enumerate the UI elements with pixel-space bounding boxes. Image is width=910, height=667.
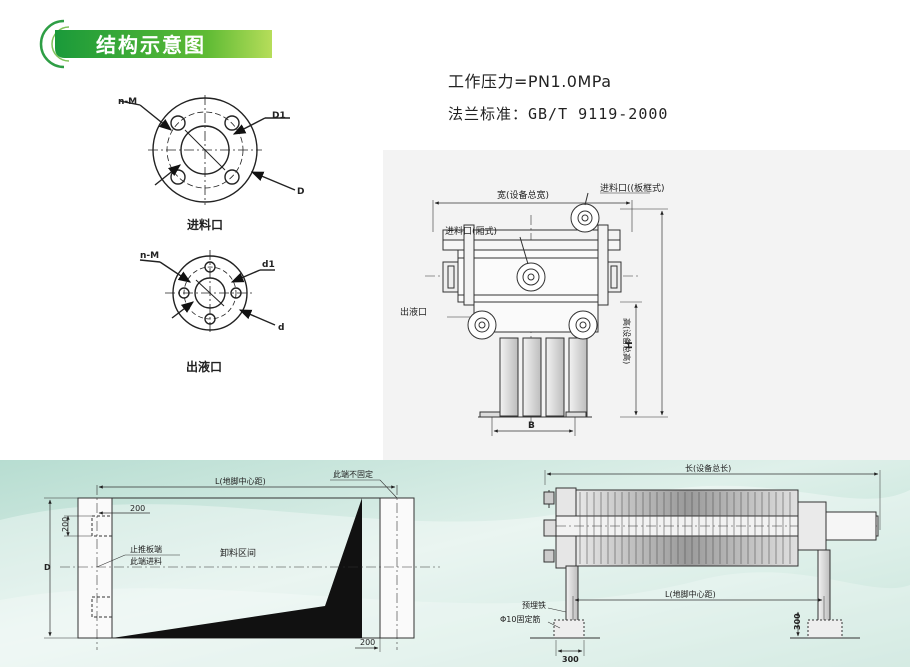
front-embedded-iron-label: 预埋铁 (522, 600, 546, 610)
outlet-nm-label: n-M (140, 251, 159, 261)
plan-feed-label: 此端进料 (130, 556, 162, 566)
plan-view-drawing (44, 479, 440, 652)
side-view-drawing (425, 192, 668, 436)
side-b-label: B (528, 421, 535, 431)
outlet-flange-drawing (139, 250, 276, 335)
side-outlet-label: 出液口 (400, 306, 427, 318)
outlet-d1-label: d1 (262, 260, 275, 270)
front-plate-stack-lines (579, 492, 791, 564)
spec-pressure: 工作压力=PN1.0MPa (448, 72, 612, 91)
front-anchor-bar-label: Φ10固定筋 (500, 614, 540, 624)
inlet-d1-label: D1 (272, 111, 286, 121)
side-inlet-plate-label: 进料口((板框式) (600, 182, 665, 194)
front-300-side: 300 (793, 613, 802, 630)
plan-unload-label: 卸料区间 (220, 547, 256, 559)
side-h-label: H (625, 341, 635, 349)
front-total-length-label: 长(设备总长) (685, 463, 731, 473)
inlet-caption: 进料口 (187, 217, 223, 232)
plan-200-side: 200 (61, 517, 70, 532)
plan-l-label: L(地脚中心距) (215, 476, 266, 486)
inlet-d-label: D (297, 187, 304, 197)
side-width-label: 宽(设备总宽) (497, 189, 549, 201)
plan-200-bottom: 200 (360, 638, 375, 647)
outlet-caption: 出液口 (186, 359, 222, 374)
side-view-backdrop (383, 150, 910, 460)
front-view-drawing (530, 470, 881, 656)
inlet-nm-label: n-M (118, 97, 137, 107)
plan-d-label: D (44, 563, 51, 572)
inlet-flange-drawing (119, 95, 296, 205)
front-300-bottom: 300 (562, 655, 579, 664)
outlet-d-label: d (278, 323, 284, 333)
side-inlet-chamber-label: 进料口(厢式) (445, 225, 497, 237)
side-total-height-label: 高(设备总高) (622, 318, 632, 364)
plan-200-top: 200 (130, 504, 145, 513)
page-title: 结构示意图 (96, 33, 206, 57)
title-banner: 结构示意图 (39, 19, 272, 69)
front-l-label: L(地脚中心距) (665, 589, 716, 599)
plan-not-fixed-label: 此端不固定 (333, 469, 373, 479)
spec-flange-standard: 法兰标准：GB/T 9119-2000 (448, 105, 669, 123)
plan-thrust-label: 止推板端 (130, 544, 162, 554)
